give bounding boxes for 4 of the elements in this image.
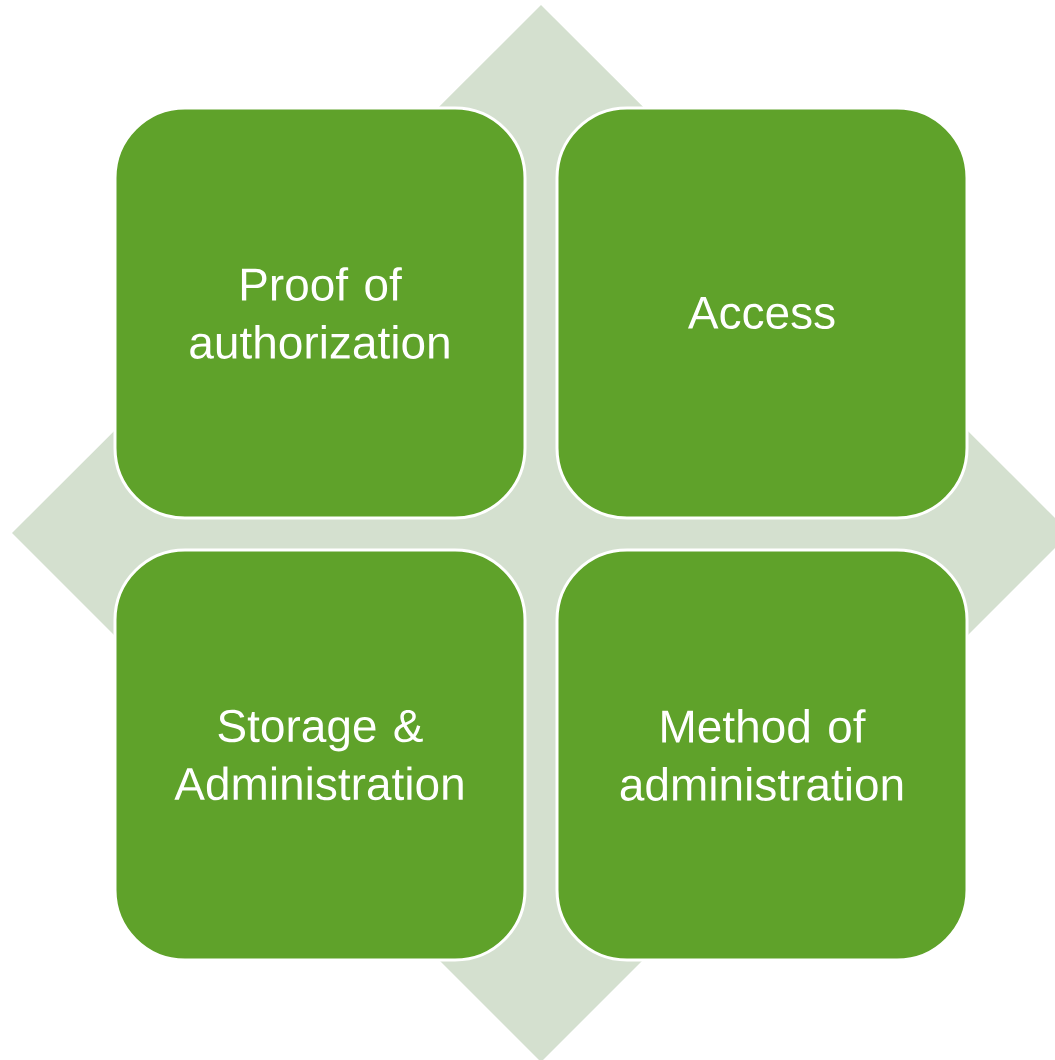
process-box: Proof of authorization [113, 106, 527, 520]
process-box: Method of administration [555, 548, 969, 962]
process-box: Storage & Administration [113, 548, 527, 962]
process-box: Access [555, 106, 969, 520]
